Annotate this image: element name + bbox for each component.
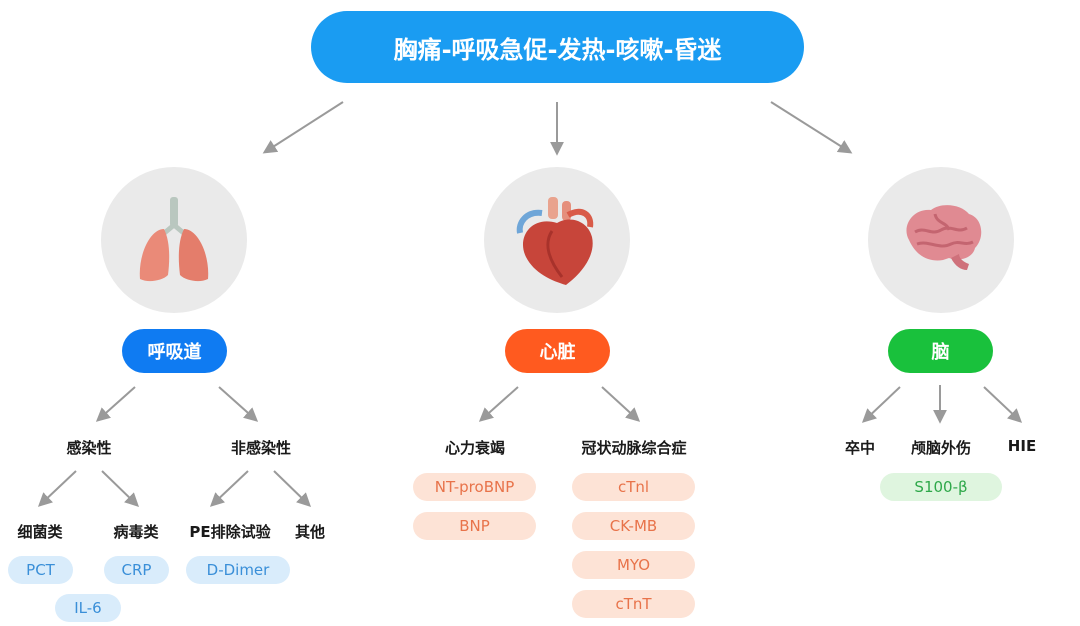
bacterial-label: 细菌类 bbox=[17, 523, 63, 541]
stroke-label: 卒中 bbox=[844, 439, 876, 457]
marker-chip-il6: IL-6 bbox=[55, 594, 121, 622]
heart-icon bbox=[516, 196, 594, 285]
marker-chip-pct: PCT bbox=[8, 556, 73, 584]
brain-circle bbox=[868, 167, 1014, 313]
arrow-to-infectious bbox=[95, 386, 136, 422]
marker-chip-ctni: cTnl bbox=[572, 473, 695, 501]
marker-chip-ctnt: cTnT bbox=[572, 590, 695, 618]
arrow-to-pe bbox=[209, 470, 249, 507]
arrow-to-brain bbox=[770, 101, 853, 154]
non-infectious-label: 非感染性 bbox=[230, 439, 292, 457]
infectious-label: 感染性 bbox=[66, 439, 112, 457]
tbi-label: 颅脑外伤 bbox=[910, 439, 972, 457]
acs-label: 冠状动脉综合症 bbox=[581, 439, 687, 457]
heart-pill: 心脏 bbox=[505, 329, 610, 373]
arrow-to-heart-failure bbox=[478, 386, 519, 422]
arrow-to-bacterial bbox=[37, 470, 77, 507]
marker-chip-nt-probnp: NT-proBNP bbox=[413, 473, 536, 501]
arrow-to-acs bbox=[601, 386, 641, 422]
other-label: 其他 bbox=[294, 523, 326, 541]
marker-chip-ck-mb: CK-MB bbox=[572, 512, 695, 540]
arrow-to-stroke bbox=[861, 386, 901, 423]
respiratory-pill: 呼吸道 bbox=[122, 329, 227, 373]
marker-chip-crp: CRP bbox=[104, 556, 169, 584]
arrow-to-other bbox=[273, 470, 312, 507]
marker-chip-bnp: BNP bbox=[413, 512, 536, 540]
lungs-icon bbox=[139, 197, 209, 282]
marker-chip-myo: MYO bbox=[572, 551, 695, 579]
marker-chip-s100b: S100-β bbox=[880, 473, 1002, 501]
brain-pill: 脑 bbox=[888, 329, 993, 373]
lungs-circle bbox=[101, 167, 247, 313]
arrow-to-non-infectious bbox=[218, 386, 259, 422]
viral-label: 病毒类 bbox=[113, 523, 159, 541]
hie-label: HIE bbox=[1007, 437, 1037, 455]
marker-chip-d-dimer: D-Dimer bbox=[186, 556, 290, 584]
heart-failure-label: 心力衰竭 bbox=[444, 439, 506, 457]
arrow-to-hie bbox=[983, 386, 1023, 423]
heart-circle bbox=[484, 167, 630, 313]
arrow-to-respiratory bbox=[262, 101, 344, 154]
page-title: 胸痛-呼吸急促-发热-咳嗽-昏迷 bbox=[311, 11, 804, 83]
pe-test-label: PE排除试验 bbox=[189, 523, 271, 541]
arrow-to-viral bbox=[101, 470, 140, 507]
brain-icon bbox=[906, 205, 982, 270]
